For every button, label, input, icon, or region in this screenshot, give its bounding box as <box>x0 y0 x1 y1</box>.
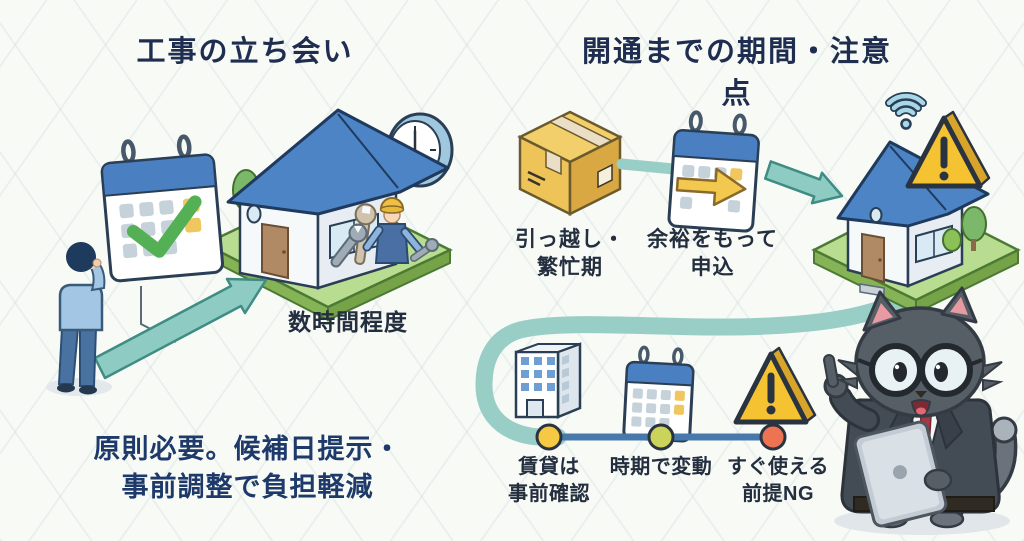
right-section-title: 開通までの期間・注意点 <box>581 36 892 110</box>
warning-triangle-icon <box>733 346 817 425</box>
timeline-dot-2 <box>647 423 675 451</box>
wifi-icon <box>885 91 927 130</box>
person-on-phone-icon <box>46 242 112 396</box>
left-section-title: 工事の立ち会い <box>136 36 354 68</box>
timeline-dot-3 <box>759 423 787 451</box>
arrow-right-icon <box>763 160 844 205</box>
timeline-dot-1 <box>535 423 563 451</box>
wifi-house-warning-icon <box>811 91 1021 315</box>
warning-triangle-icon <box>905 110 991 189</box>
arrow-right-icon <box>93 277 268 380</box>
timeline-label-varies: 時期で変動 <box>609 456 713 478</box>
step-label-moving: 引っ越し・ 繁忙期 <box>515 228 625 280</box>
timeline-label-rental: 賃貸は 事前確認 <box>508 456 590 505</box>
timeline <box>535 423 787 451</box>
calendar-check-icon <box>100 134 225 283</box>
flow-path <box>475 281 925 446</box>
tablet-icon <box>853 420 948 528</box>
left-caption-line1: 原則必要。候補日提示・ <box>93 434 402 464</box>
step-label-apply: 余裕をもって 申込 <box>647 228 778 280</box>
duration-label: 数時間程度 <box>288 309 408 335</box>
moving-box-icon <box>517 110 623 217</box>
apartment-building-icon <box>514 342 582 419</box>
construction-house-icon <box>202 108 453 322</box>
left-caption: 原則必要。候補日提示・ 事前調整で負担軽減 <box>80 430 415 507</box>
cat-mascot <box>823 286 1018 535</box>
left-caption-line2: 事前調整で負担軽減 <box>121 472 374 503</box>
timeline-label-ng: すぐ使える 前提NG <box>727 456 829 505</box>
calendar-forward-icon <box>667 110 760 233</box>
